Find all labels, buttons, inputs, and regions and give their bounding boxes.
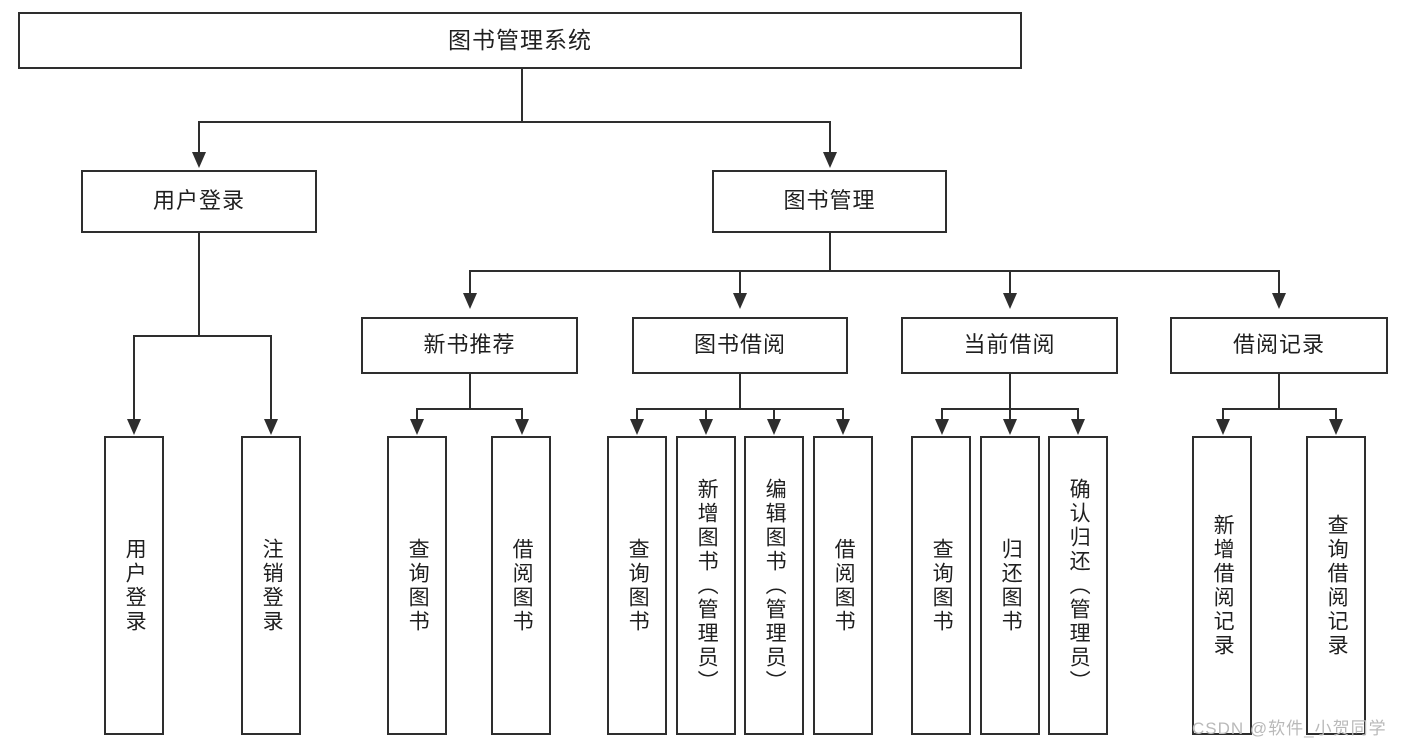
node-borrow-record[interactable]: 借阅记录 [1170,317,1388,374]
arrow-borrow-to-leaf-4 [836,419,850,435]
arrow-bookmgmt-to-current [1003,293,1017,309]
node-label: 查询图书 [406,537,430,634]
connector-bookmgmt-to-record [1278,270,1280,294]
arrow-bookmgmt-to-borrow [733,293,747,309]
node-label: 查询图书 [626,537,650,634]
arrow-borrow-to-leaf-1 [630,419,644,435]
connector-borrow-to-leaf-4 [842,408,844,420]
node-new-book-recommend[interactable]: 新书推荐 [361,317,578,374]
connector-current-to-leaf-2 [1009,408,1011,420]
node-label: 新增图书（管理员） [695,477,719,694]
leaf-borrow-book[interactable]: 借阅图书 [813,436,873,735]
connector-borrow-to-leaf-3 [773,408,775,420]
connector-current-to-leaf-3 [1077,408,1079,420]
leaf-edit-book-admin[interactable]: 编辑图书（管理员） [744,436,804,735]
connector-root-to-user-login [198,121,200,153]
connector-new-book-stem [469,374,471,409]
connector-current-to-leaf-1 [941,408,943,420]
connector-record-to-leaf-1 [1222,408,1224,420]
arrow-current-to-leaf-1 [935,419,949,435]
connector-bookmgmt-to-borrow [739,270,741,294]
arrow-user-login-to-leaf-2 [264,419,278,435]
leaf-confirm-return-admin[interactable]: 确认归还（管理员） [1048,436,1108,735]
arrow-borrow-to-leaf-2 [699,419,713,435]
node-label: 图书借阅 [693,332,786,358]
node-label: 借阅图书 [510,537,534,634]
connector-record-to-leaf-2 [1335,408,1337,420]
node-label: 确认归还（管理员） [1067,477,1091,694]
node-current-borrow[interactable]: 当前借阅 [901,317,1118,374]
connector-user-login-to-leaf-1 [133,335,135,420]
node-label: 图书管理 [783,188,876,214]
leaf-query-book-recommend[interactable]: 查询图书 [387,436,447,735]
connector-bookmgmt-to-current [1009,270,1011,294]
leaf-query-borrow-record[interactable]: 查询借阅记录 [1306,436,1366,735]
leaf-logout[interactable]: 注销登录 [241,436,301,735]
node-label: 查询图书 [930,537,954,634]
connector-record-bus [1222,408,1336,410]
connector-borrow-to-leaf-1 [636,408,638,420]
connector-book-mgmt-bus [469,270,1279,272]
node-label: 归还图书 [999,537,1023,634]
arrow-new-book-to-leaf-2 [515,419,529,435]
node-label: 当前借阅 [963,332,1056,358]
node-label: 新增借阅记录 [1211,513,1235,658]
connector-user-login-to-leaf-2 [270,335,272,420]
node-label: 借阅记录 [1232,332,1325,358]
arrow-root-to-book-mgmt [823,152,837,168]
leaf-query-book-borrow[interactable]: 查询图书 [607,436,667,735]
arrow-current-to-leaf-3 [1071,419,1085,435]
arrow-user-login-to-leaf-1 [127,419,141,435]
arrow-bookmgmt-to-new-book [463,293,477,309]
arrow-bookmgmt-to-record [1272,293,1286,309]
arrow-root-to-user-login [192,152,206,168]
arrow-record-to-leaf-2 [1329,419,1343,435]
connector-book-mgmt-stem [829,233,831,271]
node-label: 注销登录 [260,537,284,634]
node-label: 用户登录 [152,188,245,214]
leaf-return-book[interactable]: 归还图书 [980,436,1040,735]
leaf-add-borrow-record[interactable]: 新增借阅记录 [1192,436,1252,735]
node-user-login[interactable]: 用户登录 [81,170,317,233]
connector-borrow-to-leaf-2 [705,408,707,420]
arrow-record-to-leaf-1 [1216,419,1230,435]
connector-new-book-to-leaf-1 [416,408,418,420]
connector-record-stem [1278,374,1280,409]
node-label: 查询借阅记录 [1325,513,1349,658]
node-label: 编辑图书（管理员） [763,477,787,694]
node-label: 借阅图书 [832,537,856,634]
leaf-query-book-current[interactable]: 查询图书 [911,436,971,735]
leaf-add-book-admin[interactable]: 新增图书（管理员） [676,436,736,735]
connector-new-book-to-leaf-2 [521,408,523,420]
leaf-user-login[interactable]: 用户登录 [104,436,164,735]
arrow-new-book-to-leaf-1 [410,419,424,435]
arrow-current-to-leaf-2 [1003,419,1017,435]
connector-borrow-stem [739,374,741,409]
node-label: 用户登录 [123,537,147,634]
node-root-system[interactable]: 图书管理系统 [18,12,1022,69]
node-label: 图书管理系统 [448,26,592,53]
connector-user-login-stem [198,233,200,336]
arrow-borrow-to-leaf-3 [767,419,781,435]
connector-current-stem [1009,374,1011,409]
node-book-borrow[interactable]: 图书借阅 [632,317,848,374]
connector-new-book-bus [416,408,522,410]
connector-bookmgmt-to-new-book [469,270,471,294]
connector-root-stem [521,69,523,122]
connector-borrow-bus [636,408,843,410]
connector-user-login-bus [133,335,271,337]
node-book-management[interactable]: 图书管理 [712,170,947,233]
leaf-borrow-book-recommend[interactable]: 借阅图书 [491,436,551,735]
connector-root-to-book-mgmt [829,121,831,153]
connector-root-bus [198,121,830,123]
node-label: 新书推荐 [423,332,516,358]
